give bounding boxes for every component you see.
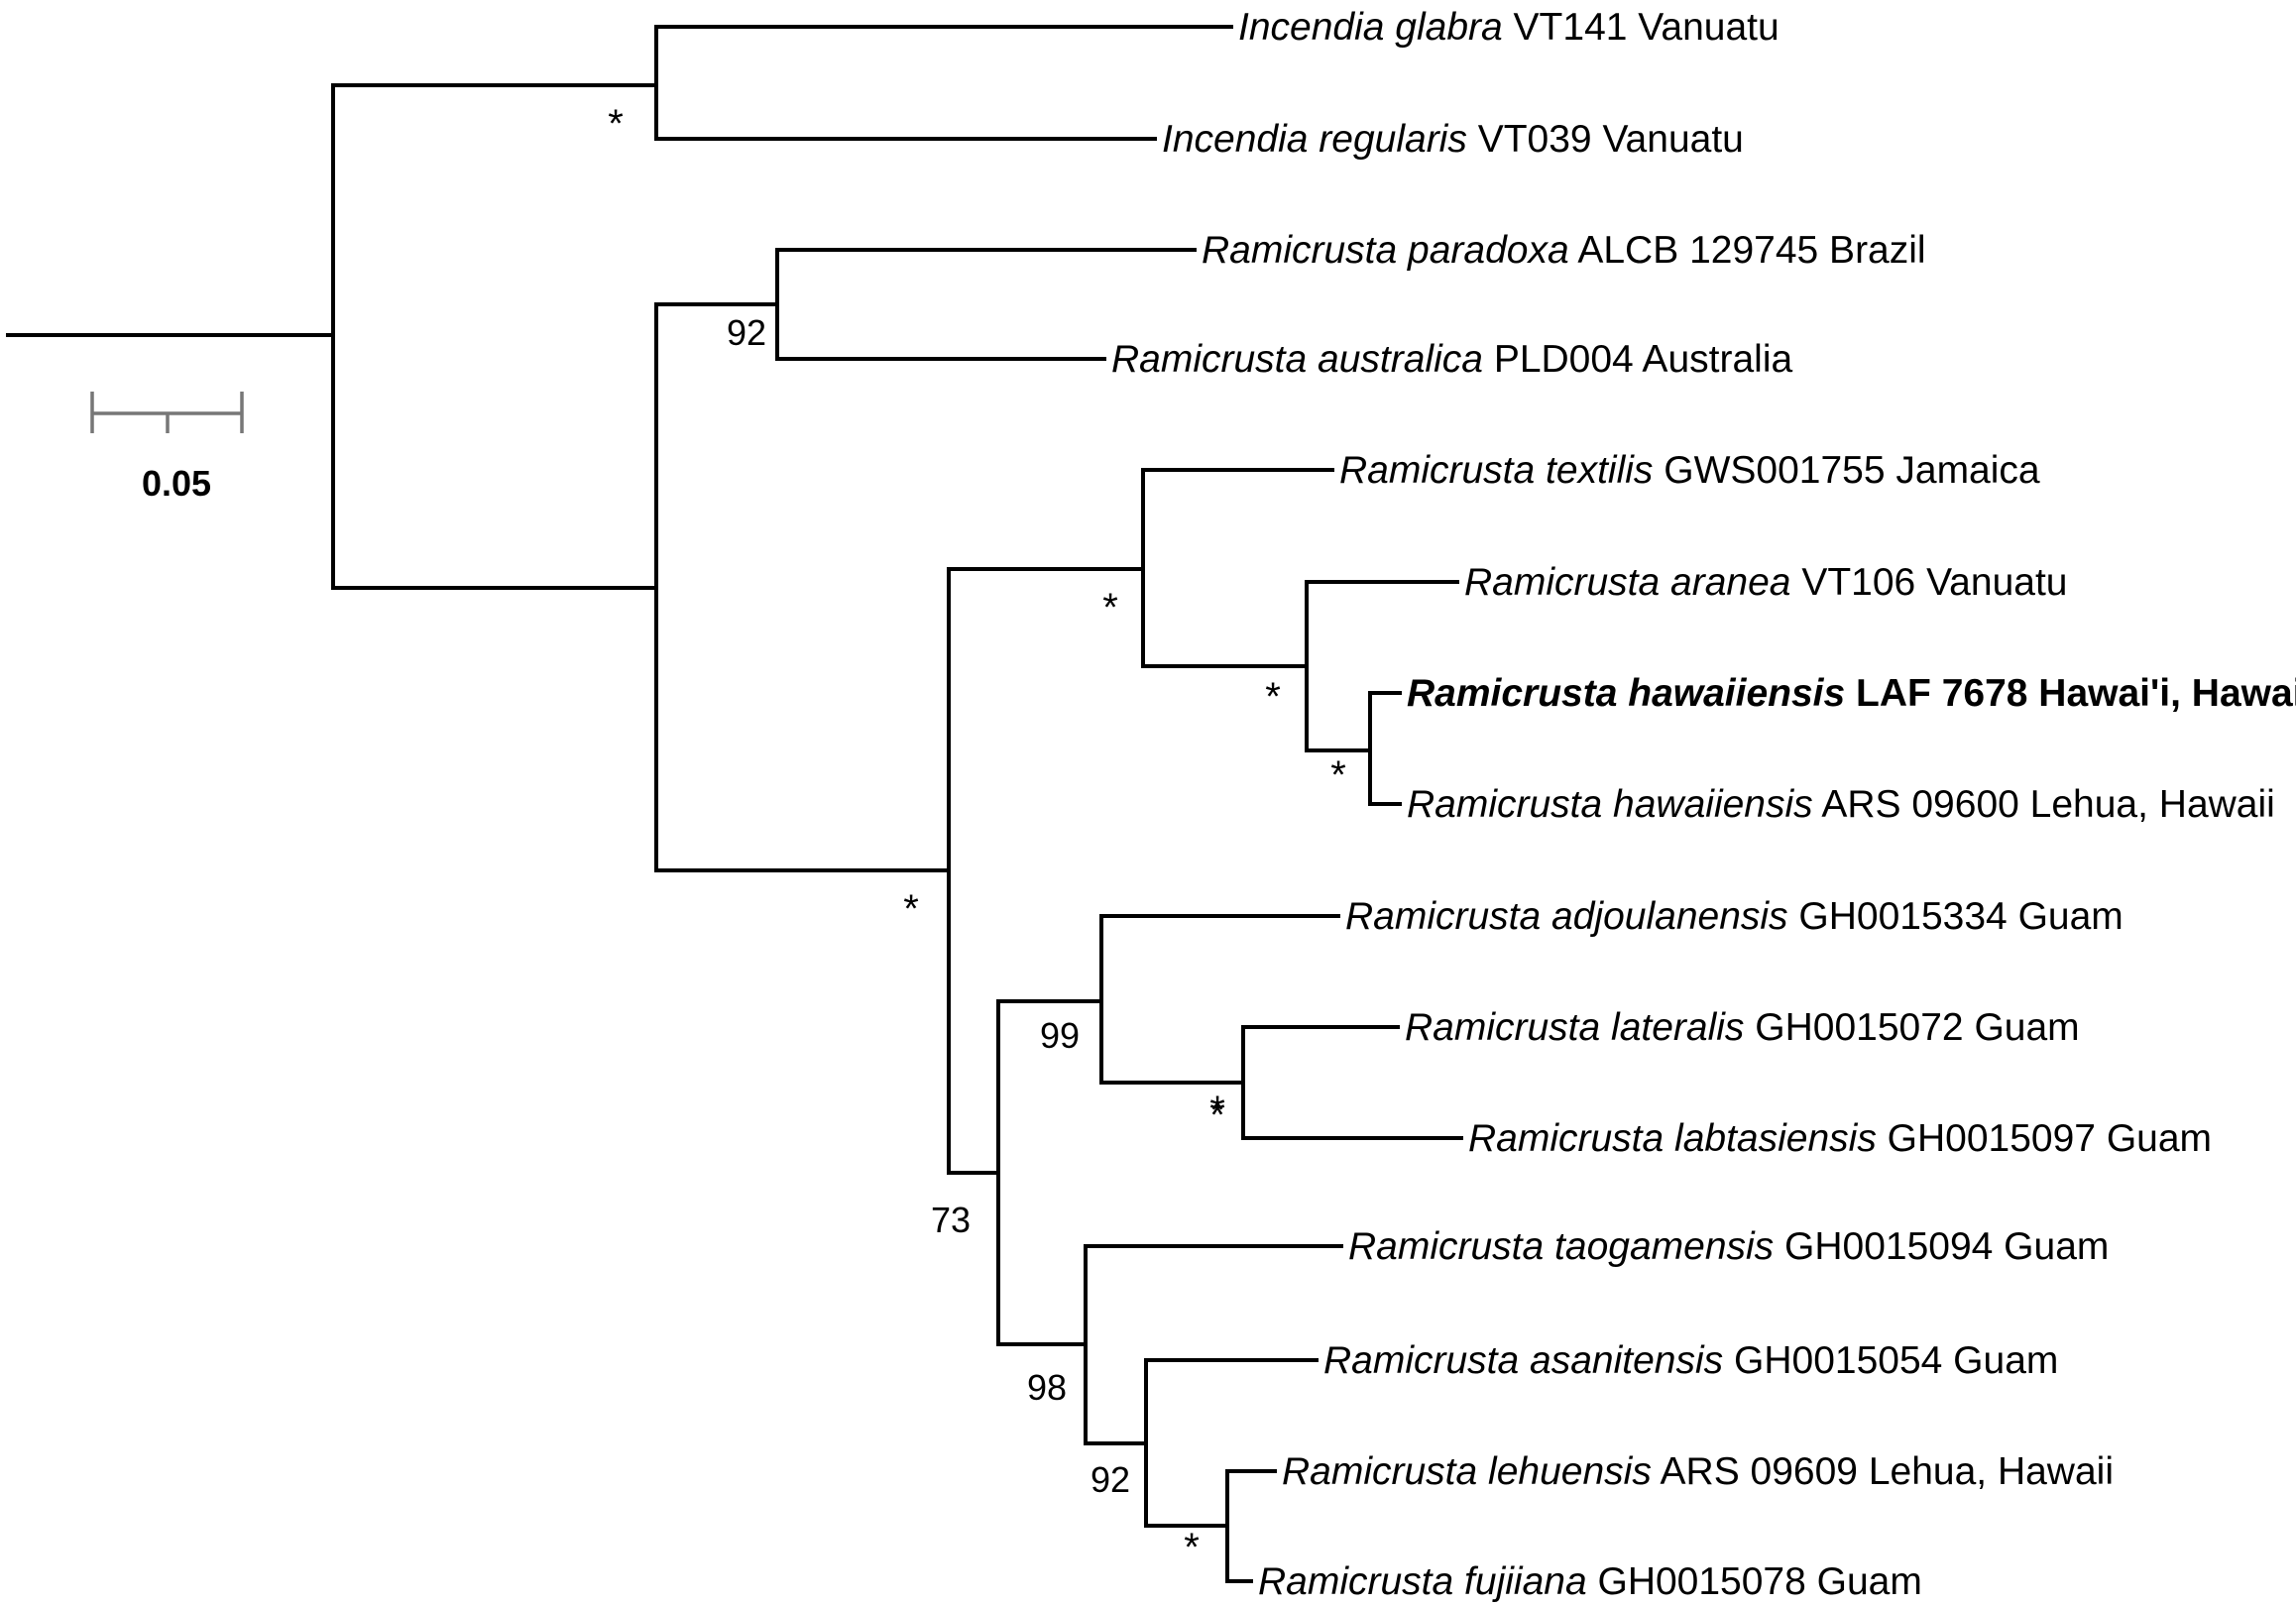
scale-bar: 0.05	[90, 392, 244, 504]
branch-ramicrusta	[331, 302, 658, 872]
branch-lateralis-labtasiensis	[1099, 1025, 1245, 1140]
tip-detail: GH0015072 Guam	[1755, 1006, 2079, 1049]
tip-detail: ARS 09609 Lehua, Hawaii	[1661, 1450, 2114, 1493]
tip-label: Ramicrusta hawaiiensis ARS 09600 Lehua, …	[1407, 783, 2275, 826]
tip-label: Ramicrusta paradoxa ALCB 129745 Brazil	[1202, 229, 1926, 272]
branch-lehuensis-fujiiana	[1144, 1469, 1229, 1583]
tip-label: Ramicrusta aranea VT106 Vanuatu	[1464, 561, 2067, 604]
tip-species: Ramicrusta hawaiiensis	[1407, 672, 1845, 715]
tip-species: Incendia regularis	[1162, 118, 1467, 161]
tip-species: Ramicrusta labtasiensis	[1468, 1117, 1877, 1160]
support-value: 98	[1027, 1367, 1067, 1408]
support-value: *	[608, 102, 624, 146]
support-value: 92	[1091, 1459, 1130, 1500]
tip-detail: VT039 Vanuatu	[1478, 118, 1744, 161]
tip-label: Ramicrusta fujiiana GH0015078 Guam	[1258, 1560, 1922, 1603]
support-value: *	[903, 887, 919, 931]
tip-label: Ramicrusta taogamensis GH0015094 Guam	[1348, 1225, 2109, 1268]
tip-detail: GH0015054 Guam	[1734, 1339, 2058, 1382]
tip-label: Ramicrusta adjoulanensis GH0015334 Guam	[1345, 895, 2124, 938]
tip-detail: VT141 Vanuatu	[1514, 6, 1779, 49]
tip-detail: VT106 Vanuatu	[1801, 561, 2067, 604]
branch-aranea-hawaiiensis	[1141, 580, 1309, 752]
tip-detail: GH0015078 Guam	[1597, 1560, 1921, 1603]
tip-label: Ramicrusta lehuensis ARS 09609 Lehua, Ha…	[1282, 1450, 2114, 1493]
tip-species: Ramicrusta adjoulanensis	[1345, 895, 1788, 938]
support-values: * 92 * * * * * 73 99 * 98 92 *	[608, 102, 1346, 1569]
scale-bar-line	[90, 392, 244, 433]
scale-bar-label: 0.05	[142, 463, 211, 504]
tip-label: Ramicrusta labtasiensis GH0015097 Guam	[1468, 1117, 2212, 1160]
tip-detail: PLD004 Australia	[1494, 338, 1793, 381]
branch-paradoxa-australica	[654, 248, 779, 361]
tip-label-highlighted: Ramicrusta hawaiiensis LAF 7678 Hawai'i,…	[1407, 672, 2296, 715]
tip-label: Ramicrusta asanitensis GH0015054 Guam	[1323, 1339, 2058, 1382]
tip-species: Ramicrusta fujiiana	[1258, 1560, 1587, 1603]
tip-species: Ramicrusta hawaiiensis	[1407, 783, 1813, 826]
tip-species: Ramicrusta lehuensis	[1282, 1450, 1652, 1493]
tip-species: Ramicrusta textilis	[1339, 449, 1653, 492]
tip-detail: ALCB 129745 Brazil	[1577, 229, 1925, 272]
tip-species: Ramicrusta asanitensis	[1323, 1339, 1723, 1382]
branch-incendia	[331, 25, 658, 141]
tip-species: Ramicrusta taogamensis	[1348, 1225, 1774, 1268]
branch-core-ramicrusta	[654, 567, 951, 1175]
tip-label: Ramicrusta lateralis GH0015072 Guam	[1405, 1006, 2080, 1049]
tip-species: Ramicrusta lateralis	[1405, 1006, 1744, 1049]
support-value: *	[1102, 586, 1118, 630]
support-value: 99	[1040, 1015, 1080, 1056]
tip-species: Incendia glabra	[1238, 6, 1503, 49]
tip-detail: GH0015094 Guam	[1784, 1225, 2109, 1268]
tip-species: Ramicrusta paradoxa	[1202, 229, 1569, 272]
branch-taogamensis-clade	[996, 1244, 1088, 1445]
tip-detail: LAF 7678 Hawai'i, Hawaii	[1856, 672, 2296, 715]
branch-guam-clade	[947, 999, 1000, 1346]
tip-label: Incendia regularis VT039 Vanuatu	[1162, 118, 1744, 161]
tip-label: Ramicrusta australica PLD004 Australia	[1111, 338, 1792, 381]
tip-species: Ramicrusta aranea	[1464, 561, 1790, 604]
tip-species: Ramicrusta australica	[1111, 338, 1483, 381]
tip-label: Incendia glabra VT141 Vanuatu	[1238, 6, 1779, 49]
tip-label: Ramicrusta textilis GWS001755 Jamaica	[1339, 449, 2040, 492]
support-value: *	[1209, 1093, 1225, 1137]
branch-hawaiiensis	[1305, 691, 1372, 806]
support-value: *	[1265, 675, 1281, 719]
tree-branches	[6, 25, 1463, 1583]
tip-detail: ARS 09600 Lehua, Hawaii	[1821, 783, 2274, 826]
support-value: *	[1330, 753, 1346, 797]
support-value: *	[1209, 1089, 1225, 1132]
tip-detail: GH0015334 Guam	[1798, 895, 2123, 938]
tip-detail: GWS001755 Jamaica	[1664, 449, 2040, 492]
branch-asanitensis-clade	[1084, 1358, 1148, 1528]
branch-adjoulanensis-clade	[996, 914, 1103, 1085]
tip-detail: GH0015097 Guam	[1888, 1117, 2212, 1160]
branch-textilis-clade	[947, 468, 1145, 668]
tip-labels: Incendia glabra VT141 Vanuatu Incendia r…	[1111, 6, 2296, 1603]
support-value: 73	[931, 1200, 971, 1240]
support-value: *	[1184, 1526, 1200, 1569]
support-value: 92	[727, 312, 766, 353]
